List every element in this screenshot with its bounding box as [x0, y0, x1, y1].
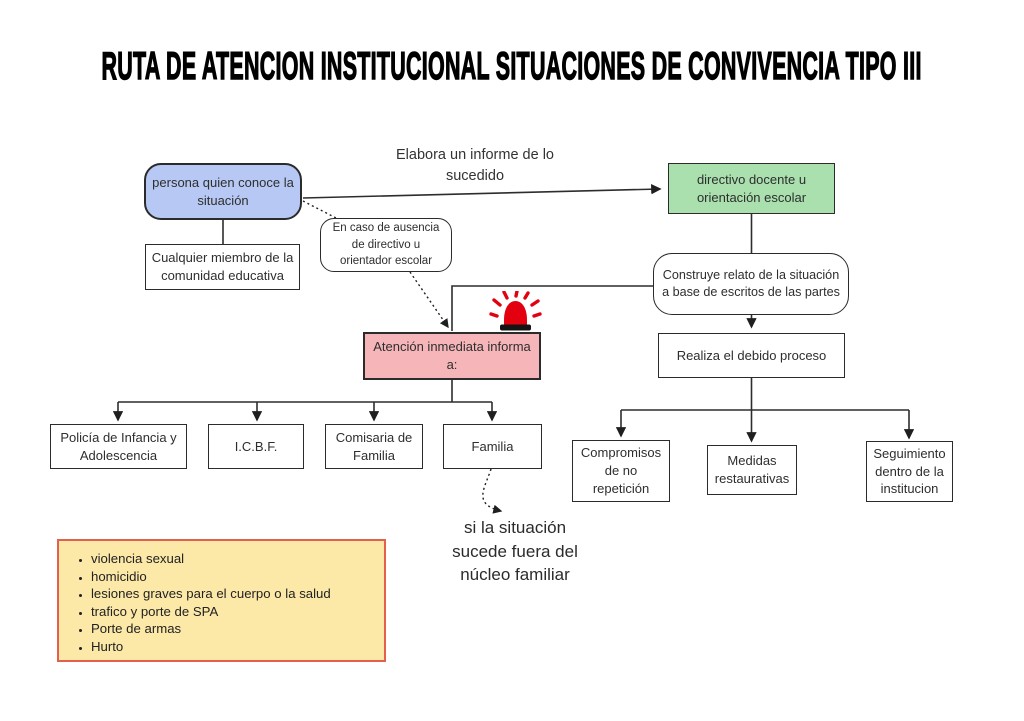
node-comisaria: Comisaria de Familia — [325, 424, 423, 469]
node-familia: Familia — [443, 424, 542, 469]
page-title-text: RUTA DE ATENCION INSTITUCIONAL SITUACION… — [101, 45, 923, 88]
siren-icon — [489, 289, 542, 333]
edge-realiza-trunk — [621, 378, 909, 411]
node-construye-relato: Construye relato de la situación a base … — [653, 253, 849, 315]
node-directivo: directivo docente u orientación escolar — [668, 163, 835, 214]
edge-atencion-trunk — [118, 380, 492, 403]
node-persona: persona quien conoce la situación — [144, 163, 302, 220]
node-compromisos: Compromisos de no repetición — [572, 440, 670, 502]
legend-item: Hurto — [91, 638, 384, 656]
legend-item: homicidio — [91, 568, 384, 586]
node-icbf: I.C.B.F. — [208, 424, 304, 469]
node-en-caso-ausencia: En caso de ausencia de directivo u orien… — [320, 218, 452, 272]
legend-item: lesiones graves para el cuerpo o la salu… — [91, 585, 384, 603]
node-policia: Policía de Infancia y Adolescencia — [50, 424, 187, 469]
legend-list: violencia sexual homicidio lesiones grav… — [59, 550, 384, 656]
legend-item: trafico y porte de SPA — [91, 603, 384, 621]
edge-persona-nota-dotted — [302, 200, 339, 220]
note-fuera-nucleo: si la situación sucede fuera del núcleo … — [452, 518, 578, 584]
legend-box: violencia sexual homicidio lesiones grav… — [57, 539, 386, 662]
node-realiza-proceso: Realiza el debido proceso — [658, 333, 845, 378]
node-cualquier-miembro: Cualquier miembro de la comunidad educat… — [145, 244, 300, 290]
legend-item: violencia sexual — [91, 550, 384, 568]
page-title: RUTA DE ATENCION INSTITUCIONAL SITUACION… — [0, 45, 1024, 88]
edge-label-elabora-informe: Elabora un informe de lo sucedido — [396, 147, 554, 185]
node-atencion-inmediata: Atención inmediata informa a: — [363, 332, 541, 380]
node-seguimiento: Seguimiento dentro de la institucion — [866, 441, 953, 502]
edge-persona-directivo — [302, 184, 662, 199]
edge-construye-atencion — [451, 285, 653, 331]
edge-nota-atencion-dotted — [409, 271, 449, 329]
node-medidas: Medidas restaurativas — [707, 445, 797, 495]
edge-familia-nucleo-dotted — [482, 468, 503, 514]
legend-item: Porte de armas — [91, 620, 384, 638]
